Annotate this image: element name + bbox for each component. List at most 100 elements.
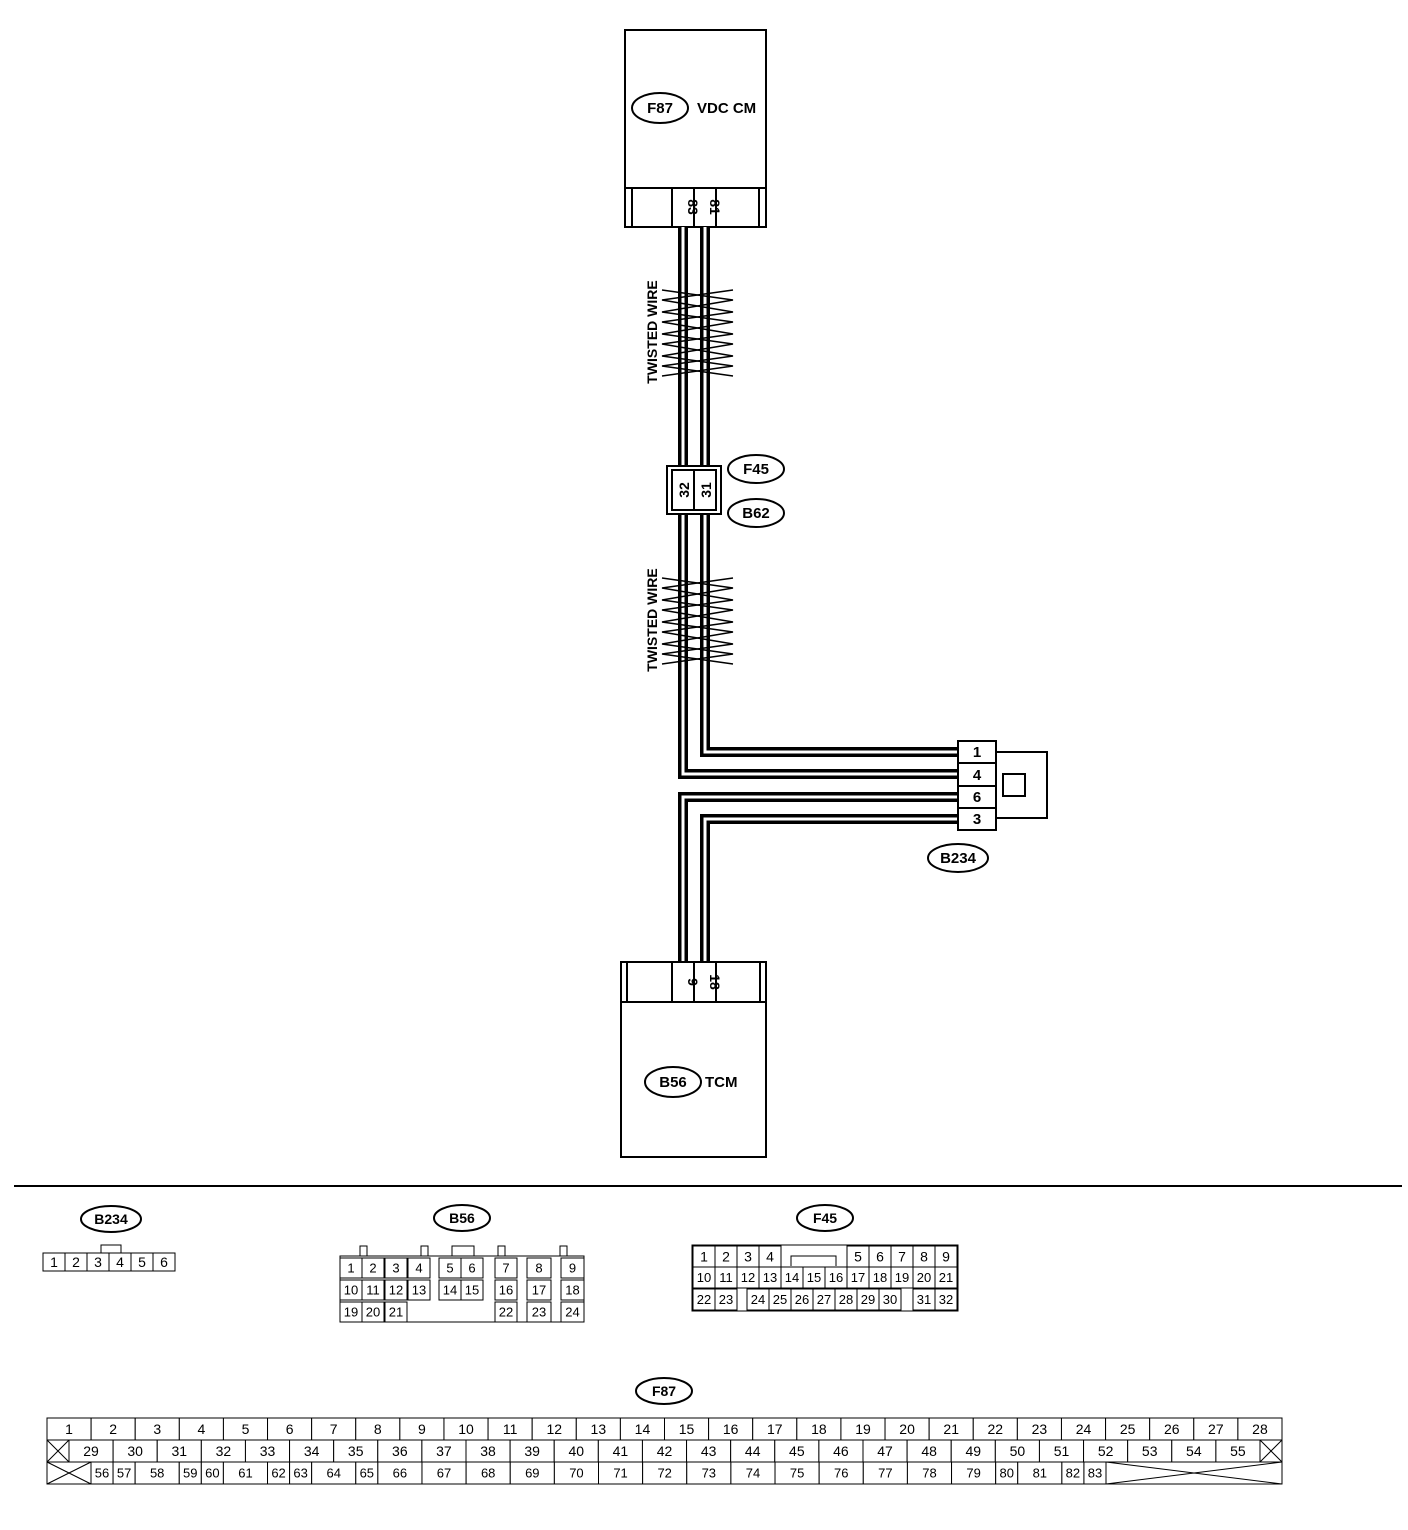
cv-f45-pin-label: 1 [700, 1249, 708, 1265]
cv-f87-pin-label: 23 [1032, 1421, 1048, 1437]
cv-b56-pin [560, 1301, 585, 1323]
cv-b234-pin-label: 6 [160, 1254, 168, 1270]
cv-f87-pin-label: 74 [746, 1466, 760, 1481]
cv-f45-pin-label: 10 [697, 1270, 711, 1285]
cv-f45-latch [790, 1255, 837, 1266]
cv-b56-pin [361, 1301, 385, 1323]
cv-f45-shell [691, 1244, 959, 1312]
cv-b56-pin-label: 7 [502, 1261, 509, 1276]
cv-b56-pin-label: 9 [569, 1261, 576, 1276]
cv-f87-blank-mark [1259, 1439, 1283, 1463]
b62-badge [727, 498, 785, 528]
cv-f87-pin-label: 32 [216, 1443, 232, 1459]
cv-f45-pin-label: 11 [719, 1270, 733, 1285]
cv-f87-pin-label: 8 [374, 1421, 382, 1437]
cv-f87-pin-label: 62 [271, 1466, 285, 1481]
cv-f45-pin-label: 9 [942, 1249, 950, 1265]
cv-b56-latch [559, 1245, 568, 1257]
cv-b56-pin-label: 23 [532, 1305, 546, 1320]
cv-f87-pin-label: 21 [943, 1421, 959, 1437]
cv-f87-pin-label: 47 [877, 1443, 893, 1459]
cv-b56-pin [526, 1301, 552, 1323]
cv-b234-pin-label: 5 [138, 1254, 146, 1270]
b234-pin-1: 1 [973, 744, 981, 761]
cv-b56-latch [451, 1245, 475, 1257]
cv-b56-pin-label: 2 [369, 1261, 376, 1276]
cv-f87-pin-label: 53 [1142, 1443, 1158, 1459]
cv-b56-pin [560, 1279, 585, 1301]
cv-f87-pin-label: 43 [701, 1443, 717, 1459]
cv-f87-pin-label: 42 [657, 1443, 673, 1459]
cv-b56-pin-label: 3 [392, 1261, 399, 1276]
cv-f87-pin-label: 16 [723, 1421, 739, 1437]
cv-f87-pin-label: 64 [326, 1466, 340, 1481]
cv-b56-pin-label: 19 [344, 1305, 358, 1320]
vdc-control-module: 83 81 F87 VDC CM [624, 29, 767, 228]
cv-f87-pin-label: 58 [150, 1466, 164, 1481]
cv-f87-pin-label: 11 [503, 1421, 518, 1437]
cv-f87-pin-label: 25 [1120, 1421, 1136, 1437]
cv-f45-pin [934, 1266, 958, 1289]
cv-f87-pin-label: 18 [811, 1421, 827, 1437]
cv-b56-pin-label: 20 [366, 1305, 380, 1320]
cv-f87-pin-label: 26 [1164, 1421, 1180, 1437]
cv-f87-pin-label: 56 [95, 1466, 109, 1481]
cv-f87-pin-label: 71 [613, 1466, 627, 1481]
cv-f45-pin-label: 27 [817, 1292, 831, 1307]
cv-b56-pin [361, 1257, 385, 1279]
cv-f45-pin-label: 19 [895, 1270, 909, 1285]
cv-f87-pin-label: 63 [293, 1466, 307, 1481]
cv-f87-pin-label: 1 [65, 1421, 73, 1437]
cv-f45-pin-label: 22 [697, 1292, 711, 1307]
cv-f87-pin-label: 22 [988, 1421, 1004, 1437]
b62-badge-label: B62 [742, 505, 770, 522]
cv-b234-pin-label: 1 [50, 1254, 58, 1270]
joint-pin-32: 32 [676, 482, 692, 498]
cv-f87-pin-label: 27 [1208, 1421, 1224, 1437]
tcm-badge-label: B56 [659, 1074, 687, 1091]
cv-f87-pin-label: 40 [568, 1443, 584, 1459]
cv-f87-pin-label: 79 [966, 1466, 980, 1481]
cv-b56-pin [526, 1279, 552, 1301]
cv-b56-pin-label: 10 [344, 1283, 358, 1298]
cv-f87-pin-label: 2 [109, 1421, 117, 1437]
cv-f87-pin-label: 31 [171, 1443, 187, 1459]
cv-f87-pin-label: 14 [635, 1421, 651, 1437]
cv-f87-pin-label: 73 [702, 1466, 716, 1481]
cv-f87-pin-label: 75 [790, 1466, 804, 1481]
cv-f45-pin-label: 3 [744, 1249, 752, 1265]
cv-f87-badge [635, 1377, 693, 1405]
cv-b234-pin-label: 2 [72, 1254, 80, 1270]
cv-f45-badge-label: F45 [813, 1210, 837, 1226]
cv-f87-pin-label: 69 [525, 1466, 539, 1481]
cv-b56-latch [497, 1245, 506, 1257]
cv-f87-pin-label: 19 [855, 1421, 871, 1437]
cv-f87-pin-label: 81 [1033, 1466, 1047, 1481]
cv-f45-pin-label: 24 [751, 1292, 765, 1307]
cv-f87-pin-label: 83 [1088, 1466, 1102, 1481]
connector-b234: 1 4 6 3 B234 [927, 740, 1048, 873]
cv-f87-pin-label: 29 [83, 1443, 99, 1459]
cv-b56-pin-label: 14 [443, 1283, 457, 1298]
cv-f87-pin-label: 34 [304, 1443, 320, 1459]
harness-wires [678, 227, 958, 962]
b234-pin-6: 6 [973, 789, 981, 806]
cv-f45-pin-label: 16 [829, 1270, 843, 1285]
cv-b56-pin [407, 1257, 431, 1279]
cv-f87-pin-label: 52 [1098, 1443, 1114, 1459]
cv-f87-pin-label: 61 [238, 1466, 252, 1481]
cv-f87-pin-label: 30 [127, 1443, 143, 1459]
cv-b56-pin-label: 1 [347, 1261, 354, 1276]
cv-b56-pin-label: 13 [412, 1283, 426, 1298]
cv-b56-pin-label: 15 [465, 1283, 479, 1298]
cv-f45-pin-label: 20 [917, 1270, 931, 1285]
cv-f87-pin-label: 57 [117, 1466, 131, 1481]
cv-f87-pin-label: 80 [999, 1466, 1013, 1481]
cv-f87-pin-label: 9 [418, 1421, 426, 1437]
cv-f87-pin-label: 76 [834, 1466, 848, 1481]
tcm-pin-18: 18 [707, 974, 723, 990]
twist-symbol-upper [661, 289, 734, 377]
cv-f87-pin-label: 28 [1252, 1421, 1268, 1437]
